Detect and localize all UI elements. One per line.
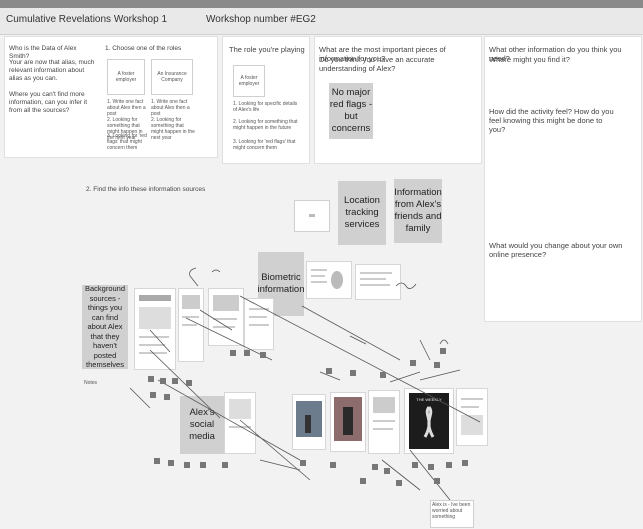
document-lines-icon xyxy=(360,272,392,286)
sticky-friends-family[interactable]: Information from Alex's friends and fami… xyxy=(394,179,442,243)
find-info-instruction: Your are now that alias, much relevant i… xyxy=(9,59,95,82)
role-card-employer[interactable]: A foster employer xyxy=(107,59,145,95)
sticky-location-tracking[interactable]: Location tracking services xyxy=(338,181,386,245)
role-detail-3: 3. Looking for 'red flags' that might co… xyxy=(233,139,296,151)
social-screenshot-4[interactable] xyxy=(368,390,400,454)
where-find-question: Where might you find it? xyxy=(489,55,570,64)
blank-card[interactable] xyxy=(294,200,330,232)
role-detail-2: 2. Looking for something that might happ… xyxy=(233,119,298,131)
activity-feel-question: How did the activity feel? How do you fe… xyxy=(489,107,614,134)
online-presence-question: What would you change about your own onl… xyxy=(489,241,623,259)
role-card-insurance[interactable]: An Insurance Company xyxy=(151,59,193,95)
role-note-b-1: 1. Write one fact about Alex then a post xyxy=(151,99,190,117)
sticky-no-red-flags[interactable]: No major red flags - but concerns xyxy=(329,83,373,139)
window-top-bar xyxy=(0,0,643,8)
bottom-note[interactable]: Alex is - Ive been worried about somethi… xyxy=(430,500,474,528)
workshop-number-tab[interactable]: Workshop number #EG2 xyxy=(206,14,316,25)
background-screenshot-3[interactable] xyxy=(208,288,244,346)
card-glyph-icon xyxy=(309,214,315,217)
list-thumb-icon xyxy=(249,308,269,326)
role-note-3: 3. Looking for 'red flags' that might co… xyxy=(107,133,147,151)
board-tab-bar xyxy=(0,8,643,35)
info-sources-instruction: 2. Find the info these information sourc… xyxy=(86,186,206,193)
social-screenshot-1[interactable] xyxy=(224,392,256,454)
comment-post-icon xyxy=(461,398,483,435)
reflection-panel: What other information do you think you … xyxy=(484,36,642,322)
sticky-background-sources[interactable]: Background sources - things you can find… xyxy=(82,284,128,369)
background-screenshot-2[interactable] xyxy=(178,288,204,362)
photo-post-2-icon xyxy=(334,397,362,441)
social-feed-icon xyxy=(229,399,251,428)
photo-post-icon xyxy=(296,401,322,437)
role-note-2: 2. Looking for something that might happ… xyxy=(107,117,143,141)
important-info-question: What are the most important pieces of in… xyxy=(319,45,446,63)
phone-thumb-icon xyxy=(182,295,200,326)
important-info-panel: What are the most important pieces of in… xyxy=(314,36,482,164)
board-title-tab[interactable]: Cumulative Revelations Workshop 1 xyxy=(6,14,168,25)
role-card[interactable]: A foster employer xyxy=(233,65,265,97)
role-playing-panel: The role you're playing A foster employe… xyxy=(222,36,310,164)
social-screenshot-2[interactable] xyxy=(292,394,326,450)
who-is-question: Who is the Data of Alex Smith? xyxy=(9,45,77,60)
biometric-card-2[interactable] xyxy=(355,264,401,300)
instructions-panel: Who is the Data of Alex Smith? Your are … xyxy=(4,36,218,158)
infer-question: Where you can't find more information, c… xyxy=(9,91,88,114)
profile-thumb-icon xyxy=(213,295,239,328)
sticky-social-media[interactable]: Alex's social media xyxy=(180,396,224,454)
role-note-b-2: 2. Looking for something that might happ… xyxy=(151,117,195,141)
role-detail-1: 1. Looking for specific details of Alex'… xyxy=(233,101,298,113)
fingerprint-icon xyxy=(311,269,343,289)
small-label: Notes xyxy=(84,380,98,386)
social-screenshot-3[interactable] xyxy=(330,392,366,452)
choose-role-heading: 1. Choose one of the roles xyxy=(105,45,182,52)
text-post-icon xyxy=(373,397,395,430)
background-screenshot-1[interactable] xyxy=(134,288,176,370)
poster-title: THE WEEKLY xyxy=(416,397,442,402)
background-screenshot-4[interactable] xyxy=(244,298,274,350)
biometric-card-1[interactable] xyxy=(306,261,352,299)
accurate-understanding-question: Do you think you have an accurate unders… xyxy=(319,55,435,73)
other-info-question: What other information do you think you … xyxy=(489,45,622,63)
role-note-1: 1. Write one fact about Alex then a post xyxy=(107,99,146,117)
social-screenshot-5[interactable] xyxy=(456,388,488,446)
role-playing-heading: The role you're playing xyxy=(229,45,305,54)
